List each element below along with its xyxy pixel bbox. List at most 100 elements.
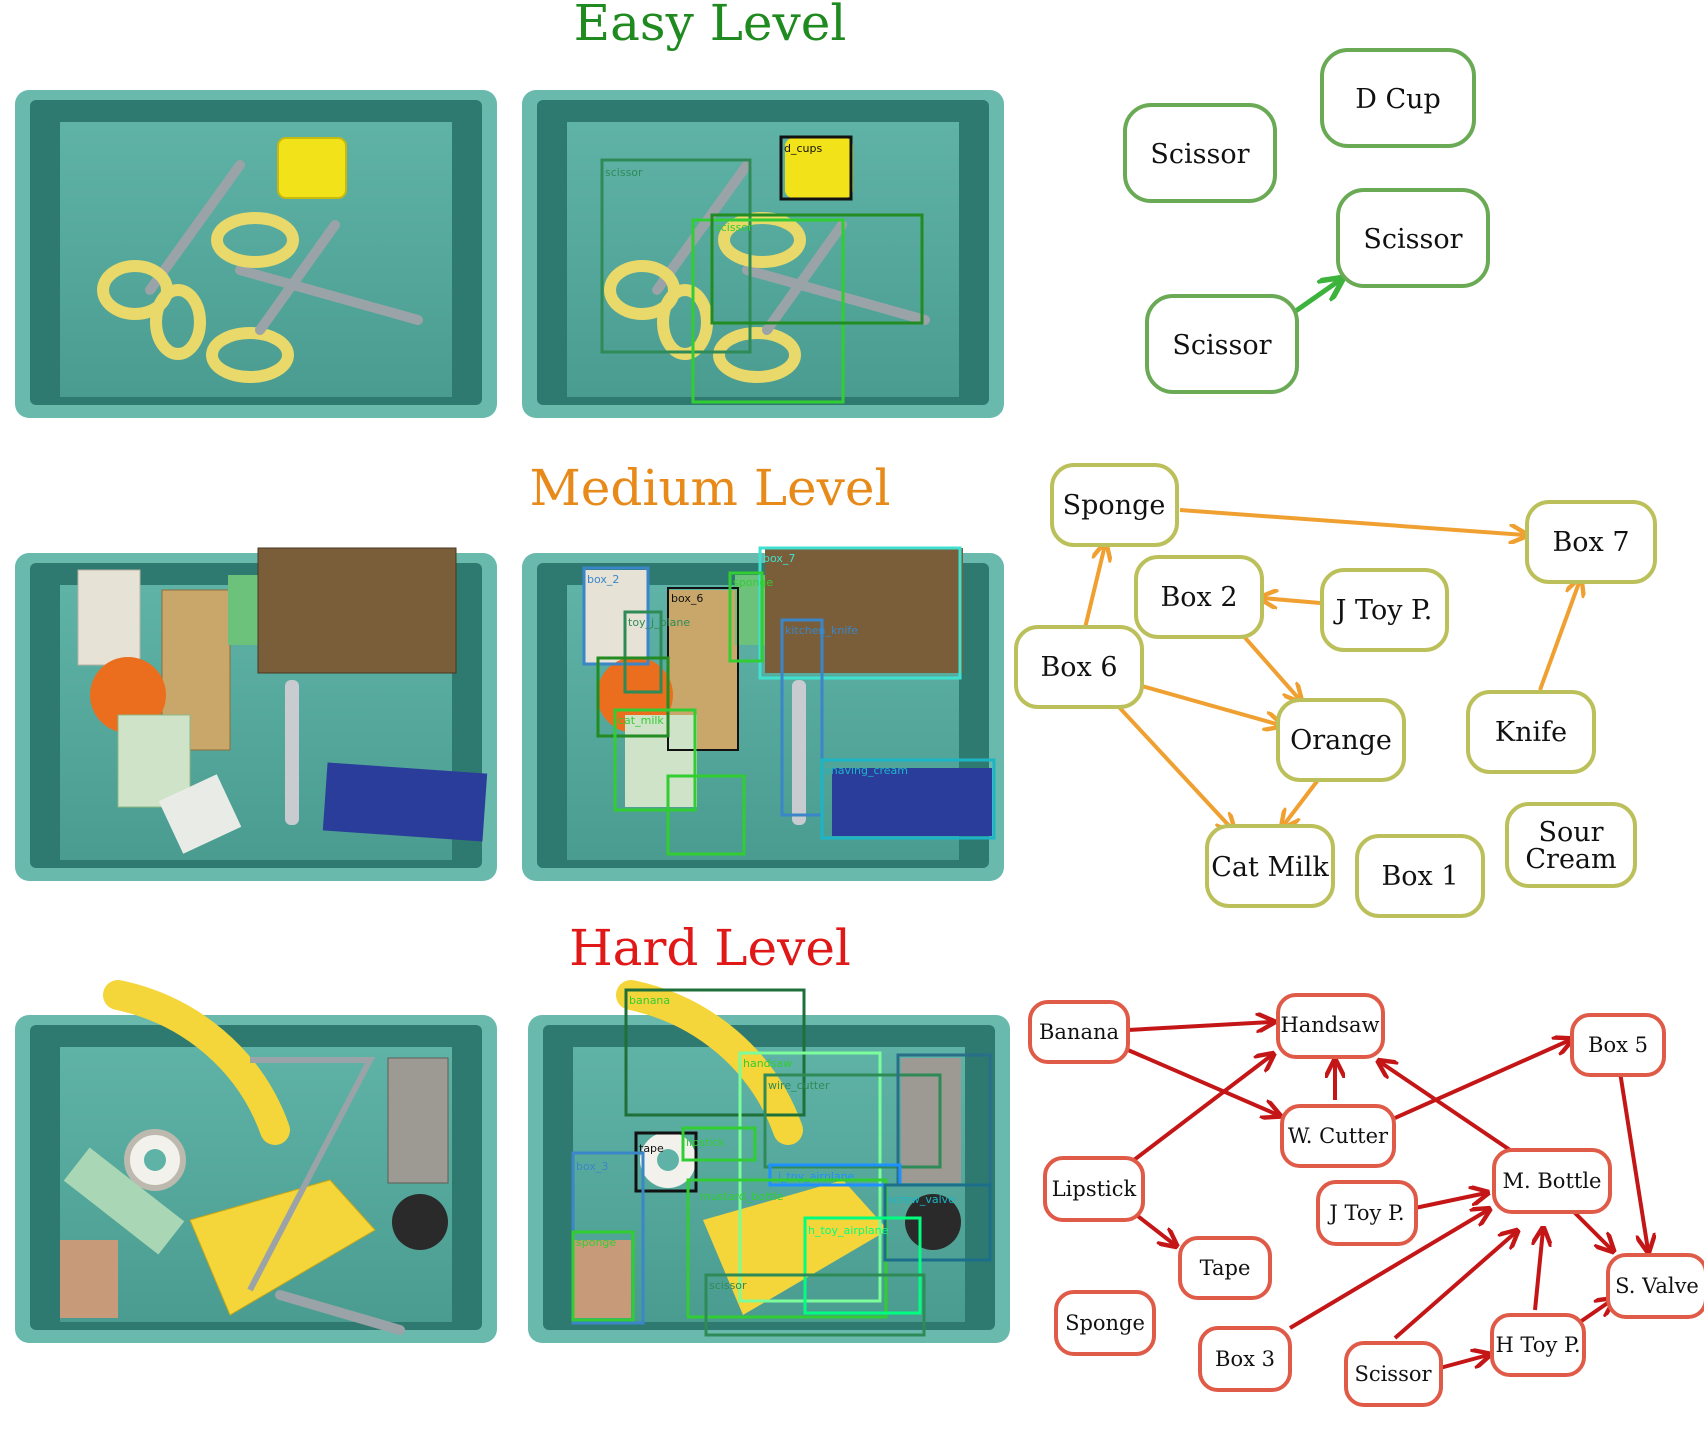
- svg-text:scissor: scissor: [715, 221, 753, 234]
- detection-box: kitchen_knife: [780, 618, 858, 817]
- edge-hard: [1568, 1206, 1612, 1250]
- svg-text:Scissor: Scissor: [1363, 224, 1462, 255]
- medium-tray-detections: box_2 box_6 box_7 sponge toy_j_plane cat…: [522, 546, 1004, 881]
- edge-medium: [1538, 580, 1580, 691]
- node-lipstick: Lipstick: [1043, 1156, 1145, 1222]
- foam-photo: [63, 1147, 185, 1255]
- milk-photo: [117, 714, 191, 808]
- edge-hard: [1439, 1355, 1488, 1370]
- svg-text:wire_cutter: wire_cutter: [768, 1079, 830, 1092]
- hard-tray-raw: [15, 980, 497, 1343]
- node-box-5: Box 5: [1570, 1013, 1666, 1077]
- edge-hard: [1128, 1055, 1272, 1165]
- svg-text:S. Valve: S. Valve: [1615, 1274, 1699, 1298]
- edge-medium: [1262, 598, 1321, 603]
- svg-text:Banana: Banana: [1039, 1020, 1119, 1044]
- svg-text:Cat Milk: Cat Milk: [1211, 852, 1329, 883]
- svg-text:screw_valve: screw_valve: [888, 1193, 955, 1206]
- hard-level-title: Hard Level: [569, 919, 851, 977]
- hard-scene-graph: Banana Handsaw Box 5 W. Cutter Lipstick …: [1028, 993, 1704, 1407]
- svg-text:Scissor: Scissor: [1354, 1362, 1432, 1386]
- svg-text:Box 5: Box 5: [1588, 1033, 1648, 1057]
- edge-medium: [1179, 508, 1525, 535]
- node-box-7: Box 7: [1525, 500, 1657, 584]
- edge-medium: [1283, 778, 1320, 826]
- edge-medium: [1116, 704, 1233, 830]
- detection-box: sponge: [571, 1230, 635, 1322]
- orange-photo: [90, 657, 166, 733]
- edge-hard: [1380, 1062, 1512, 1152]
- detection-box: sponge: [728, 571, 773, 663]
- svg-text:box_6: box_6: [671, 592, 703, 605]
- node-scissor: Scissor: [1344, 1341, 1443, 1407]
- node-wire-cutter: W. Cutter: [1280, 1104, 1396, 1168]
- svg-text:Box 1: Box 1: [1381, 861, 1458, 892]
- svg-text:cat_milk: cat_milk: [618, 714, 664, 727]
- node-scissor: Scissor: [1145, 294, 1299, 394]
- easy-tray-detections: scissor d_cups scissor: [522, 90, 1004, 418]
- node-mustard-bottle: M. Bottle: [1492, 1148, 1612, 1214]
- detection-box: wire_cutter: [763, 1073, 942, 1169]
- detection-box: d_cups: [779, 135, 853, 201]
- detection-box: h_toy_airplane: [803, 1216, 922, 1315]
- node-d-cup: D Cup: [1320, 48, 1476, 148]
- svg-text:mustard_bottle: mustard_bottle: [700, 1190, 784, 1203]
- svg-text:box_7: box_7: [763, 552, 795, 565]
- node-scissor: Scissor: [1123, 103, 1277, 203]
- svg-text:Cream: Cream: [1525, 844, 1616, 875]
- easy-level-title: Easy Level: [574, 0, 847, 52]
- node-sponge: Sponge: [1054, 1290, 1156, 1356]
- detection-box: scissor: [704, 1273, 926, 1337]
- node-box-6: Box 6: [1014, 625, 1144, 709]
- detection-box: lipstick: [681, 1126, 757, 1162]
- detection-box: box_2: [582, 566, 650, 666]
- svg-text:lipstick: lipstick: [686, 1136, 725, 1149]
- node-handsaw: Handsaw: [1276, 993, 1385, 1059]
- node-banana: Banana: [1028, 1000, 1130, 1064]
- box-photo: [158, 774, 242, 854]
- detection-box: tape: [634, 1131, 698, 1193]
- handsaw-photo: [247, 1057, 375, 1292]
- svg-text:J Toy P.: J Toy P.: [1333, 595, 1433, 626]
- edge-hard: [1535, 1230, 1543, 1311]
- detection-box: screw_valve: [883, 1183, 992, 1262]
- node-h-toy-plane: H Toy P.: [1490, 1313, 1586, 1377]
- svg-text:tape: tape: [639, 1142, 664, 1155]
- edge-easy: [1288, 280, 1340, 318]
- svg-text:scissor: scissor: [605, 166, 643, 179]
- node-tape: Tape: [1178, 1236, 1272, 1300]
- svg-text:Sponge: Sponge: [1065, 1311, 1145, 1335]
- valve-photo: [392, 1194, 448, 1250]
- edge-hard: [1394, 1040, 1570, 1120]
- svg-text:W. Cutter: W. Cutter: [1288, 1124, 1389, 1148]
- svg-text:Knife: Knife: [1495, 717, 1567, 748]
- svg-text:M. Bottle: M. Bottle: [1503, 1169, 1602, 1193]
- svg-text:box_3: box_3: [576, 1160, 608, 1173]
- cream-photo: [322, 762, 488, 842]
- yellow-cup: [277, 137, 347, 199]
- svg-text:Orange: Orange: [1290, 725, 1392, 756]
- svg-text:scissor: scissor: [709, 1279, 747, 1292]
- svg-text:box_2: box_2: [587, 573, 619, 586]
- box-photo: [257, 547, 457, 674]
- svg-text:sponge: sponge: [576, 1236, 616, 1249]
- svg-text:d_cups: d_cups: [784, 142, 822, 155]
- scissors-photo: [97, 160, 423, 383]
- medium-scene-graph: Sponge Box 7 Box 2 J Toy P. Box 6 Orange…: [1014, 463, 1657, 918]
- medium-level-title: Medium Level: [530, 459, 891, 517]
- svg-text:banana: banana: [629, 994, 670, 1007]
- detection-box: shaving_cream: [820, 758, 996, 840]
- node-box-1: Box 1: [1355, 834, 1485, 918]
- detection-box: toy_j_plane: [623, 610, 690, 694]
- edge-hard: [1127, 1022, 1272, 1030]
- svg-text:Sponge: Sponge: [1063, 490, 1166, 521]
- svg-text:H Toy P.: H Toy P.: [1495, 1333, 1580, 1357]
- detection-box: cat_milk: [596, 656, 697, 812]
- detection-box: scissor: [691, 213, 924, 404]
- svg-text:Lipstick: Lipstick: [1052, 1177, 1137, 1201]
- edge-hard: [1414, 1193, 1486, 1210]
- box-photo: [77, 569, 141, 666]
- edge-medium: [1083, 545, 1105, 629]
- detection-box: handsaw: [738, 1051, 882, 1303]
